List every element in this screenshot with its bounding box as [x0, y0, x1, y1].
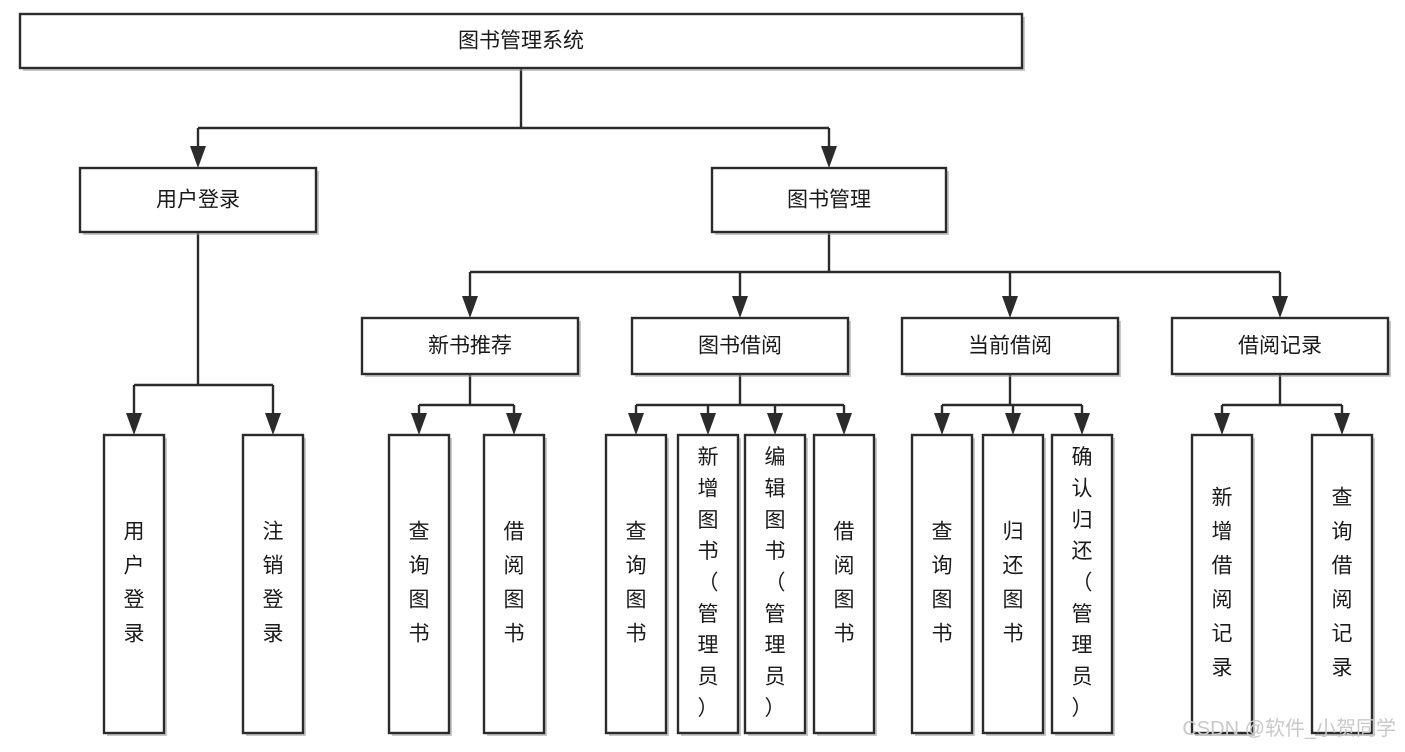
node-leaf-edit-book[interactable]: 编辑图书（管理员）: [743, 433, 808, 736]
node-label: 图书管理: [787, 189, 871, 212]
node-label: 确认归还（管理员）: [1072, 446, 1093, 720]
node-book-borrow[interactable]: 图书借阅: [630, 316, 851, 377]
node-label: 当前借阅: [968, 335, 1052, 358]
connector-group-book-management: [462, 232, 1288, 318]
node-box[interactable]: [360, 316, 580, 376]
node-leaf-add-borrow-record[interactable]: 新增借阅记录: [1190, 433, 1255, 736]
node-box[interactable]: [910, 433, 974, 735]
arrow-head-leaf-borrow-book: [836, 413, 852, 435]
connector-group-borrow-record: [1214, 374, 1350, 435]
node-box[interactable]: [676, 433, 740, 735]
arrow-head-borrow-record: [1272, 296, 1288, 318]
node-current-borrow[interactable]: 当前借阅: [900, 316, 1121, 377]
node-borrow-record[interactable]: 借阅记录: [1170, 316, 1391, 377]
node-leaf-query-borrow-record[interactable]: 查询借阅记录: [1310, 433, 1375, 736]
arrow-head-leaf-query-borrow-record: [1334, 413, 1350, 435]
node-box[interactable]: [743, 433, 807, 735]
node-label: 用户登录: [124, 521, 145, 646]
connector-group-new-book-recommend: [411, 374, 522, 435]
node-box[interactable]: [1190, 433, 1254, 735]
node-new-book-recommend[interactable]: 新书推荐: [360, 316, 581, 377]
node-box[interactable]: [812, 433, 876, 735]
node-leaf-add-book[interactable]: 新增图书（管理员）: [676, 433, 741, 736]
node-label: 新增图书（管理员）: [698, 446, 719, 720]
node-box[interactable]: [241, 433, 305, 735]
node-box[interactable]: [1170, 316, 1390, 376]
node-box[interactable]: [1050, 433, 1114, 735]
node-box[interactable]: [1310, 433, 1374, 735]
node-label: 借阅记录: [1238, 335, 1322, 358]
node-box[interactable]: [18, 12, 1024, 70]
arrow-head-leaf-user-logout: [265, 413, 281, 435]
connector-group-root: [190, 68, 837, 168]
watermark-label: CSDN @软件_小贺同学: [1182, 717, 1396, 740]
node-box[interactable]: [387, 433, 451, 735]
node-label: 归还图书: [1003, 521, 1024, 646]
arrow-head-leaf-borrow-book-recommend: [506, 413, 522, 435]
node-box[interactable]: [710, 166, 948, 234]
node-leaf-query-book-recommend[interactable]: 查询图书: [387, 433, 452, 736]
node-label: 图书管理系统: [458, 30, 584, 53]
node-label: 查询图书: [409, 521, 430, 646]
connectors-layer: [126, 68, 1350, 435]
node-book-management[interactable]: 图书管理: [710, 166, 949, 235]
arrow-head-current-borrow: [1002, 296, 1018, 318]
node-leaf-query-book-current[interactable]: 查询图书: [910, 433, 975, 736]
arrow-head-leaf-query-book-recommend: [411, 413, 427, 435]
arrow-head-leaf-query-book-current: [934, 413, 950, 435]
arrow-head-book-borrow: [732, 296, 748, 318]
node-label: 查询图书: [626, 521, 647, 646]
arrow-head-leaf-edit-book: [767, 413, 783, 435]
connector-group-book-borrow: [628, 374, 852, 435]
arrow-head-leaf-add-book: [700, 413, 716, 435]
arrow-head-user-login: [190, 146, 206, 168]
node-label: 用户登录: [156, 189, 240, 212]
node-root[interactable]: 图书管理系统: [18, 12, 1025, 71]
node-label: 编辑图书（管理员）: [765, 446, 786, 720]
arrow-head-leaf-user-login: [126, 413, 142, 435]
node-leaf-user-login[interactable]: 用户登录: [102, 433, 167, 736]
nodes-layer: 图书管理系统用户登录图书管理新书推荐图书借阅当前借阅借阅记录用户登录注销登录查询…: [18, 12, 1391, 736]
node-box[interactable]: [482, 433, 546, 735]
node-label: 查询借阅记录: [1332, 487, 1353, 680]
node-box[interactable]: [78, 166, 318, 234]
node-leaf-borrow-book[interactable]: 借阅图书: [812, 433, 877, 736]
node-label: 借阅图书: [834, 521, 855, 646]
node-label: 图书借阅: [698, 335, 782, 358]
arrow-head-new-book-recommend: [462, 296, 478, 318]
arrow-head-leaf-add-borrow-record: [1214, 413, 1230, 435]
connector-group-user-login: [126, 232, 281, 435]
node-label: 注销登录: [263, 521, 284, 646]
arrow-head-leaf-return-book: [1005, 413, 1021, 435]
node-leaf-user-logout[interactable]: 注销登录: [241, 433, 306, 736]
arrow-head-leaf-query-book-borrow: [628, 413, 644, 435]
node-label: 查询图书: [932, 521, 953, 646]
node-label: 新书推荐: [428, 335, 512, 358]
node-leaf-return-book[interactable]: 归还图书: [981, 433, 1046, 736]
node-box[interactable]: [102, 433, 166, 735]
node-leaf-query-book-borrow[interactable]: 查询图书: [604, 433, 669, 736]
node-label: 新增借阅记录: [1212, 487, 1233, 680]
node-box[interactable]: [604, 433, 668, 735]
node-box[interactable]: [900, 316, 1120, 376]
node-leaf-confirm-return[interactable]: 确认归还（管理员）: [1050, 433, 1115, 736]
arrow-head-leaf-confirm-return: [1074, 413, 1090, 435]
connector-group-current-borrow: [934, 374, 1090, 435]
node-leaf-borrow-book-recommend[interactable]: 借阅图书: [482, 433, 547, 736]
node-label: 借阅图书: [504, 521, 525, 646]
node-box[interactable]: [630, 316, 850, 376]
node-box[interactable]: [981, 433, 1045, 735]
arrow-head-book-management: [821, 146, 837, 168]
node-user-login[interactable]: 用户登录: [78, 166, 319, 235]
